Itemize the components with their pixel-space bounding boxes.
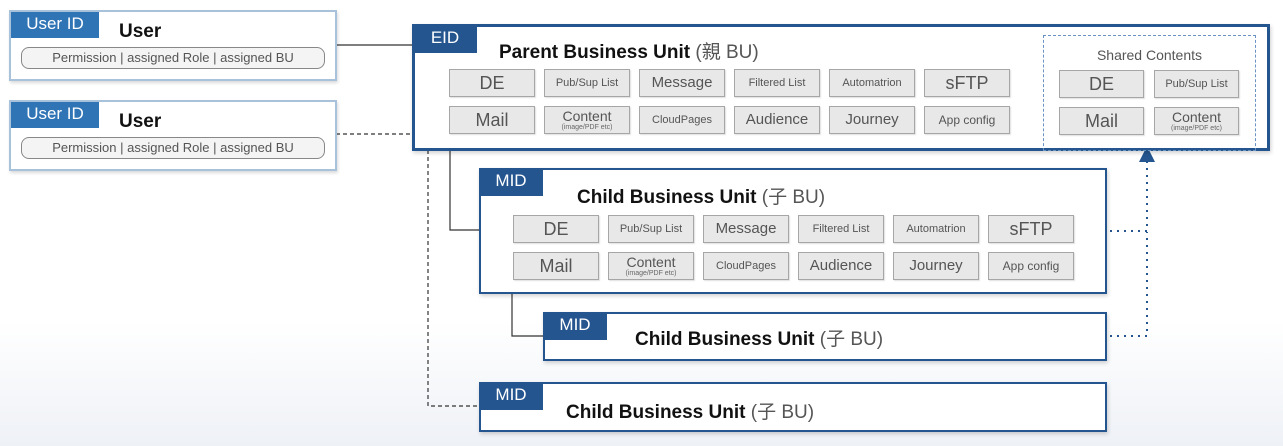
item-label: sFTP [945, 73, 989, 93]
item-app-config: App config [924, 106, 1010, 134]
item-label: Pub/Sup List [1165, 78, 1228, 90]
user-card: User ID User Permission | assigned Role … [9, 10, 337, 81]
item-label: Filtered List [748, 77, 806, 89]
shared-item-de: DE [1059, 70, 1144, 98]
item-label: Automatrion [842, 77, 902, 89]
unit-title-text: Child Business Unit [566, 402, 746, 423]
item-app-config: App config [988, 252, 1074, 280]
item-cloudpages: CloudPages [639, 106, 725, 134]
item-de: DE [513, 215, 599, 243]
item-label: Content [626, 254, 676, 270]
item-label: Mail [475, 110, 509, 130]
user-card: User ID User Permission | assigned Role … [9, 100, 337, 171]
parent-business-unit: EID Parent Business Unit (親 BU) DE Pub/S… [412, 24, 1270, 151]
item-label: CloudPages [652, 114, 712, 126]
item-mail: Mail [513, 252, 599, 280]
item-automation: Automatrion [893, 215, 979, 243]
item-label: Pub/Sup List [555, 77, 619, 89]
parent-to-child3-connector [427, 150, 480, 407]
child-business-unit: MID Child Business Unit (子 BU) [543, 312, 1107, 361]
user-id-tag: User ID [11, 12, 99, 38]
unit-title-suffix: (親 BU) [695, 42, 759, 63]
child1-to-shared-connector [1110, 146, 1155, 232]
item-label: Content [562, 108, 612, 124]
item-mail: Mail [449, 106, 535, 134]
item-label: Content [1171, 109, 1222, 125]
item-message: Message [703, 215, 789, 243]
unit-title-text: Parent Business Unit [499, 42, 691, 63]
item-label: Message [715, 220, 777, 237]
item-label: Audience [809, 257, 873, 274]
item-label: Mail [1084, 111, 1118, 131]
item-sftp: sFTP [924, 69, 1010, 97]
mid-tag: MID [479, 168, 543, 196]
item-label: Automatrion [906, 223, 966, 235]
child-unit-title: Child Business Unit (子 BU) [566, 397, 814, 424]
item-audience: Audience [734, 106, 820, 134]
unit-title-text: Child Business Unit [635, 329, 815, 350]
child-business-unit: MID Child Business Unit (子 BU) DE Pub/Su… [479, 168, 1107, 294]
item-label: Pub/Sup List [619, 223, 683, 235]
child-unit-title: Child Business Unit (子 BU) [635, 324, 883, 351]
child-unit-title: Child Business Unit (子 BU) [577, 182, 825, 209]
item-label: DE [1088, 74, 1114, 94]
shared-item-mail: Mail [1059, 107, 1144, 135]
item-label: Mail [539, 256, 573, 276]
item-journey: Journey [829, 106, 915, 134]
item-sublabel: (image/PDF etc) [1171, 125, 1222, 132]
item-sublabel: (image/PDF etc) [561, 124, 613, 131]
mid-tag: MID [543, 312, 607, 340]
item-filtered-list: Filtered List [798, 215, 884, 243]
shared-item-content: Content(image/PDF etc) [1154, 107, 1239, 135]
item-label: App config [938, 113, 996, 127]
item-label: Filtered List [812, 223, 870, 235]
item-cloudpages: CloudPages [703, 252, 789, 280]
item-label: DE [543, 219, 569, 239]
child2-to-shared-connector [1110, 232, 1148, 337]
unit-title-text: Child Business Unit [577, 187, 757, 208]
item-label: Journey [909, 257, 963, 274]
shared-contents-title: Shared Contents [1096, 47, 1203, 63]
user-details: Permission | assigned Role | assigned BU [21, 137, 325, 159]
item-label: App config [1002, 259, 1060, 273]
item-label: CloudPages [716, 260, 776, 272]
item-content: Content(image/PDF etc) [544, 106, 630, 134]
item-content: Content(image/PDF etc) [608, 252, 694, 280]
unit-title-suffix: (子 BU) [750, 402, 815, 423]
child-business-unit: MID Child Business Unit (子 BU) [479, 382, 1107, 432]
unit-title-suffix: (子 BU) [819, 329, 884, 350]
user-title: User [119, 21, 162, 42]
item-audience: Audience [798, 252, 884, 280]
mid-tag: MID [479, 382, 543, 410]
user-details: Permission | assigned Role | assigned BU [21, 47, 325, 69]
item-label: Audience [745, 111, 809, 128]
shared-contents-box: Shared Contents DE Pub/Sup List Mail Con… [1043, 35, 1256, 151]
parent-unit-title: Parent Business Unit (親 BU) [499, 37, 759, 64]
item-de: DE [449, 69, 535, 97]
item-pub-sup-list: Pub/Sup List [544, 69, 630, 97]
user-title: User [119, 111, 162, 132]
item-journey: Journey [893, 252, 979, 280]
item-filtered-list: Filtered List [734, 69, 820, 97]
item-automation: Automatrion [829, 69, 915, 97]
unit-title-suffix: (子 BU) [761, 187, 826, 208]
item-label: Message [651, 74, 713, 91]
user-id-tag: User ID [11, 102, 99, 128]
item-sublabel: (image/PDF etc) [625, 270, 677, 277]
shared-item-pub-sup-list: Pub/Sup List [1154, 70, 1239, 98]
child1-to-child2-connector [511, 293, 544, 337]
parent-to-child1-connector [449, 150, 480, 231]
item-label: sFTP [1009, 219, 1053, 239]
item-pub-sup-list: Pub/Sup List [608, 215, 694, 243]
item-label: DE [479, 73, 505, 93]
item-message: Message [639, 69, 725, 97]
item-label: Journey [845, 111, 899, 128]
item-sftp: sFTP [988, 215, 1074, 243]
eid-tag: EID [413, 25, 477, 53]
